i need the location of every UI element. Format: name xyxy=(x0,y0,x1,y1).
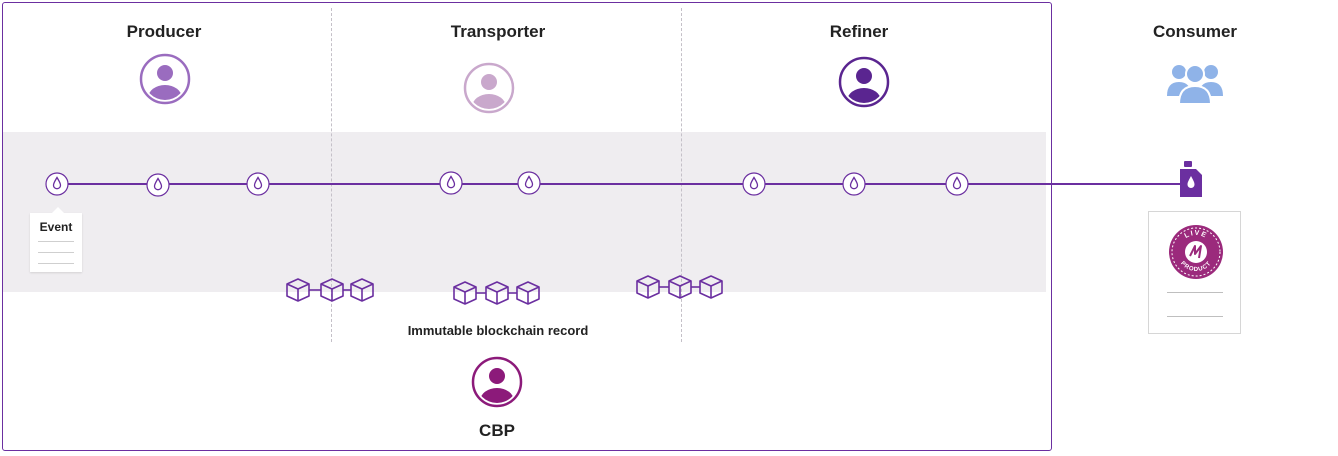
supply-chain-frame xyxy=(2,2,1052,451)
refiner-label: Refiner xyxy=(829,22,889,41)
certificate-card: LIVE PRODUCT xyxy=(1148,211,1241,334)
transporter-avatar-icon xyxy=(463,62,515,114)
cube-icon xyxy=(320,278,344,302)
cube-icon xyxy=(636,275,660,299)
blockchain-chain-3 xyxy=(636,275,723,299)
cube-icon xyxy=(516,281,540,305)
oil-drop-icon xyxy=(439,171,463,195)
certificate-line xyxy=(1167,316,1223,317)
oil-drop-icon xyxy=(742,172,766,196)
cbp-label: CBP xyxy=(479,421,515,440)
card-line xyxy=(38,252,74,253)
cube-icon xyxy=(668,275,692,299)
section-divider-2 xyxy=(681,8,682,342)
oil-drop-icon xyxy=(246,172,270,196)
supply-chain-timeline xyxy=(57,183,1192,185)
transporter-label: Transporter xyxy=(450,22,546,41)
svg-text:LIVE: LIVE xyxy=(1184,230,1209,240)
certificate-line xyxy=(1167,292,1223,293)
card-line xyxy=(38,241,74,242)
consumer-label: Consumer xyxy=(1152,22,1238,41)
blockchain-chain-1 xyxy=(286,278,374,302)
oil-bottle-icon xyxy=(1180,161,1202,197)
cube-icon xyxy=(350,278,374,302)
oil-drop-icon xyxy=(945,172,969,196)
cbp-avatar-icon xyxy=(471,356,523,408)
producer-label: Producer xyxy=(126,22,202,41)
blockchain-chain-2 xyxy=(453,281,540,305)
event-band xyxy=(3,132,1046,292)
oil-drop-icon xyxy=(146,173,170,197)
oil-drop-icon xyxy=(517,171,541,195)
event-card-title: Event xyxy=(39,220,73,234)
refiner-avatar-icon xyxy=(838,56,890,108)
seal-top-text: LIVE xyxy=(1184,230,1207,240)
live-product-seal-icon: LIVE PRODUCT xyxy=(1169,225,1223,279)
producer-avatar-icon xyxy=(139,53,191,105)
event-card: Event xyxy=(30,207,82,272)
oil-drop-icon xyxy=(45,172,69,196)
oil-drop-icon xyxy=(842,172,866,196)
consumer-group-icon xyxy=(1167,64,1223,105)
cube-icon xyxy=(286,278,310,302)
cube-icon xyxy=(453,281,477,305)
blockchain-record-label: Immutable blockchain record xyxy=(407,323,589,338)
cube-icon xyxy=(699,275,723,299)
section-divider-1 xyxy=(331,8,332,342)
cube-icon xyxy=(485,281,509,305)
card-line xyxy=(38,263,74,264)
